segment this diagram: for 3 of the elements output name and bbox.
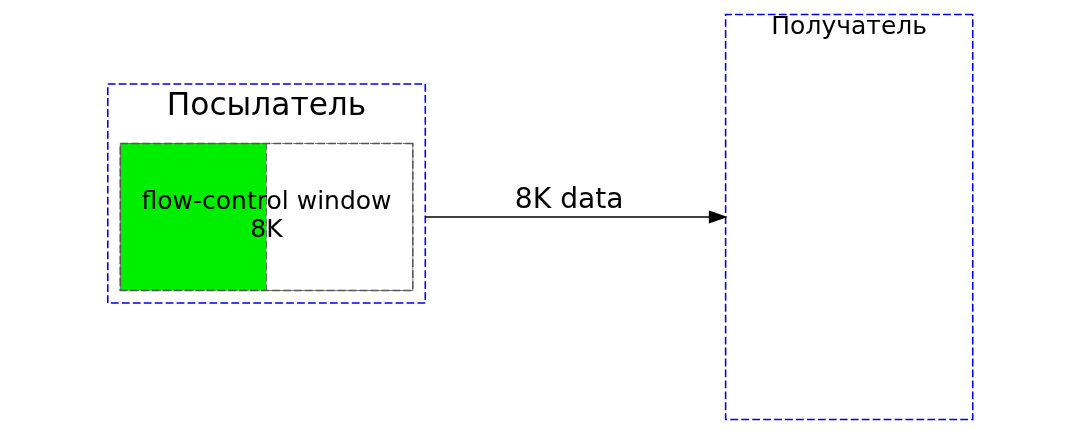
node-box: Получатель [724, 13, 973, 421]
edge-label: 8K data [514, 182, 624, 216]
arrow [424, 210, 728, 224]
